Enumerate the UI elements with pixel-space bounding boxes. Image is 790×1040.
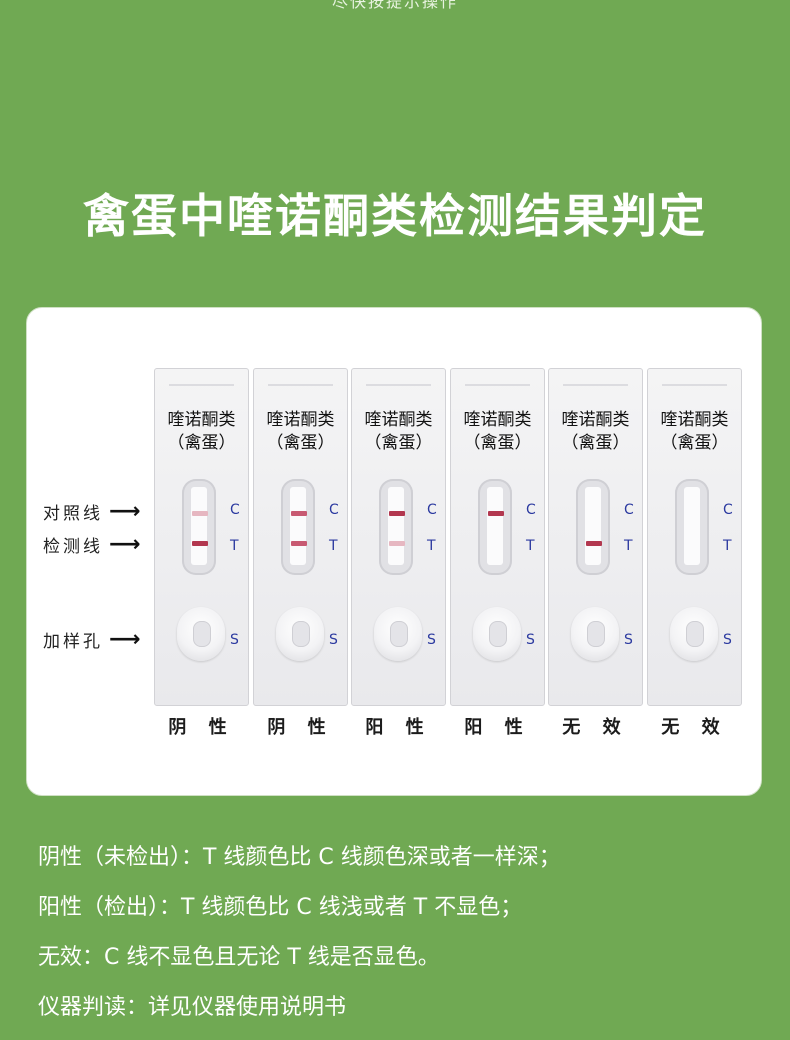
- t-mark: T: [723, 538, 732, 554]
- note-positive: 阳性（检出）：T 线颜色比 C 线浅或者 T 不显色；: [38, 895, 523, 920]
- strip-sublabel: （禽蛋）: [364, 433, 433, 453]
- sample-hole: [587, 621, 605, 647]
- control-line: [291, 511, 307, 516]
- test-line-label: 检测线: [43, 536, 103, 557]
- strip-label: 喹诺酮类: [167, 410, 236, 430]
- s-mark: S: [723, 632, 732, 648]
- right-arrow-icon: ⟶: [109, 626, 144, 652]
- sample-well: [177, 607, 225, 661]
- sample-hole: [193, 621, 211, 647]
- test-strip: 喹诺酮类 （禽蛋） C T S: [351, 368, 446, 706]
- strip-sublabel: （禽蛋）: [266, 433, 335, 453]
- c-mark: C: [329, 502, 339, 518]
- test-strip: 喹诺酮类 （禽蛋） C T S: [450, 368, 545, 706]
- c-mark: C: [624, 502, 634, 518]
- strip-label: 喹诺酮类: [561, 410, 630, 430]
- strip-top-groove: [563, 384, 628, 386]
- c-mark: C: [723, 502, 733, 518]
- result-window: [478, 479, 512, 575]
- sample-well: [374, 607, 422, 661]
- s-mark: S: [427, 632, 436, 648]
- strip-label: 喹诺酮类: [364, 410, 433, 430]
- membrane: [684, 487, 700, 565]
- right-arrow-icon: ⟶: [109, 498, 144, 524]
- membrane: [388, 487, 404, 565]
- s-mark: S: [230, 632, 239, 648]
- control-line-label: 对照线: [43, 503, 103, 524]
- result-label: 无 效: [562, 717, 629, 738]
- test-strip: 喹诺酮类 （禽蛋） C T S: [253, 368, 348, 706]
- test-strip: 喹诺酮类 （禽蛋） C T S: [647, 368, 742, 706]
- test-line: [192, 541, 208, 546]
- result-window: [675, 479, 709, 575]
- test-line-annotation: 检测线 ⟶: [43, 531, 144, 557]
- result-label: 无 效: [661, 717, 728, 738]
- membrane: [290, 487, 306, 565]
- strip-label: 喹诺酮类: [463, 410, 532, 430]
- test-strip: 喹诺酮类 （禽蛋） C T S: [154, 368, 249, 706]
- strip-top-groove: [268, 384, 333, 386]
- s-mark: S: [526, 632, 535, 648]
- strip-label: 喹诺酮类: [266, 410, 335, 430]
- c-mark: C: [230, 502, 240, 518]
- page-title: 禽蛋中喹诺酮类检测结果判定: [83, 189, 707, 243]
- strip-top-groove: [169, 384, 234, 386]
- c-mark: C: [526, 502, 536, 518]
- sample-well-label: 加样孔: [43, 631, 103, 652]
- t-mark: T: [624, 538, 633, 554]
- sample-hole: [686, 621, 704, 647]
- test-line: [389, 541, 405, 546]
- result-window: [281, 479, 315, 575]
- result-window: [182, 479, 216, 575]
- sample-well: [473, 607, 521, 661]
- membrane: [191, 487, 207, 565]
- sample-hole: [292, 621, 310, 647]
- strip-label: 喹诺酮类: [660, 410, 729, 430]
- strip-top-groove: [465, 384, 530, 386]
- strip-top-groove: [366, 384, 431, 386]
- membrane: [585, 487, 601, 565]
- t-mark: T: [329, 538, 338, 554]
- result-label: 阳 性: [464, 717, 531, 738]
- control-line: [488, 511, 504, 516]
- result-card: 对照线 ⟶ 检测线 ⟶ 加样孔 ⟶ 喹诺酮类 （禽蛋） C T S 阴 性 喹诺酮类 （禽蛋）…: [26, 307, 762, 796]
- result-label: 阴 性: [267, 717, 334, 738]
- top-partial-text: 尽快按提示操作: [331, 0, 458, 11]
- right-arrow-icon: ⟶: [109, 531, 144, 557]
- test-strip: 喹诺酮类 （禽蛋） C T S: [548, 368, 643, 706]
- sample-well-annotation: 加样孔 ⟶: [43, 626, 144, 652]
- strip-sublabel: （禽蛋）: [561, 433, 630, 453]
- result-label: 阴 性: [168, 717, 235, 738]
- sample-well: [571, 607, 619, 661]
- interpretation-notes: 阴性（未检出）：T 线颜色比 C 线颜色深或者一样深； 阳性（检出）：T 线颜色…: [38, 840, 561, 1040]
- strip-sublabel: （禽蛋）: [463, 433, 532, 453]
- t-mark: T: [526, 538, 535, 554]
- strip-sublabel: （禽蛋）: [167, 433, 236, 453]
- result-window: [379, 479, 413, 575]
- test-line: [586, 541, 602, 546]
- note-instrument: 仪器判读：详见仪器使用说明书: [38, 995, 347, 1020]
- test-line: [291, 541, 307, 546]
- s-mark: S: [329, 632, 338, 648]
- t-mark: T: [230, 538, 239, 554]
- control-line: [389, 511, 405, 516]
- c-mark: C: [427, 502, 437, 518]
- membrane: [487, 487, 503, 565]
- control-line: [192, 511, 208, 516]
- note-invalid: 无效：C 线不显色且无论 T 线是否显色。: [38, 945, 440, 970]
- sample-well: [276, 607, 324, 661]
- s-mark: S: [624, 632, 633, 648]
- result-label: 阳 性: [365, 717, 432, 738]
- strip-top-groove: [662, 384, 727, 386]
- control-line-annotation: 对照线 ⟶: [43, 498, 144, 524]
- sample-well: [670, 607, 718, 661]
- t-mark: T: [427, 538, 436, 554]
- result-window: [576, 479, 610, 575]
- sample-hole: [390, 621, 408, 647]
- sample-hole: [489, 621, 507, 647]
- strip-sublabel: （禽蛋）: [660, 433, 729, 453]
- note-negative: 阴性（未检出）：T 线颜色比 C 线颜色深或者一样深；: [38, 845, 561, 870]
